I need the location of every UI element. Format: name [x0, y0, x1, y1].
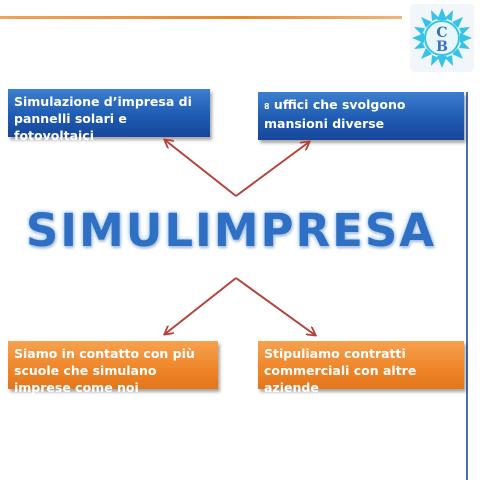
- box-commercial-contracts: Stipuliamo contratti commerciali con alt…: [258, 341, 464, 395]
- logo: C B: [410, 4, 474, 72]
- top-divider-line: [0, 16, 402, 19]
- arrow-to-top-left: [165, 140, 237, 197]
- side-divider-line: [466, 92, 468, 480]
- box-offices: 8 uffici che svolgono mansioni diverse: [258, 92, 464, 140]
- diagram-title: SIMULIMPRESA: [25, 204, 437, 257]
- box-school-contacts: Siamo in contatto con più scuole che sim…: [8, 341, 218, 395]
- box-school-contacts-text: Siamo in contatto con più scuole che sim…: [14, 346, 195, 395]
- box-commercial-contracts-text: Stipuliamo contratti commerciali con alt…: [264, 346, 417, 395]
- box-offices-number: 8: [264, 102, 270, 111]
- arrow-to-top-right: [235, 142, 309, 197]
- arrow-to-bottom-right: [235, 277, 315, 335]
- box-offices-text: uffici che svolgono mansioni diverse: [264, 97, 406, 131]
- box-solar-simulation-text: Simulazione d’impresa di pannelli solari…: [14, 94, 192, 143]
- box-solar-simulation: Simulazione d’impresa di pannelli solari…: [8, 89, 210, 143]
- sun-logo-icon: C B: [412, 8, 472, 68]
- logo-letter-c: C: [436, 25, 447, 41]
- logo-letter-b: B: [436, 39, 448, 55]
- arrow-to-bottom-left: [165, 277, 237, 334]
